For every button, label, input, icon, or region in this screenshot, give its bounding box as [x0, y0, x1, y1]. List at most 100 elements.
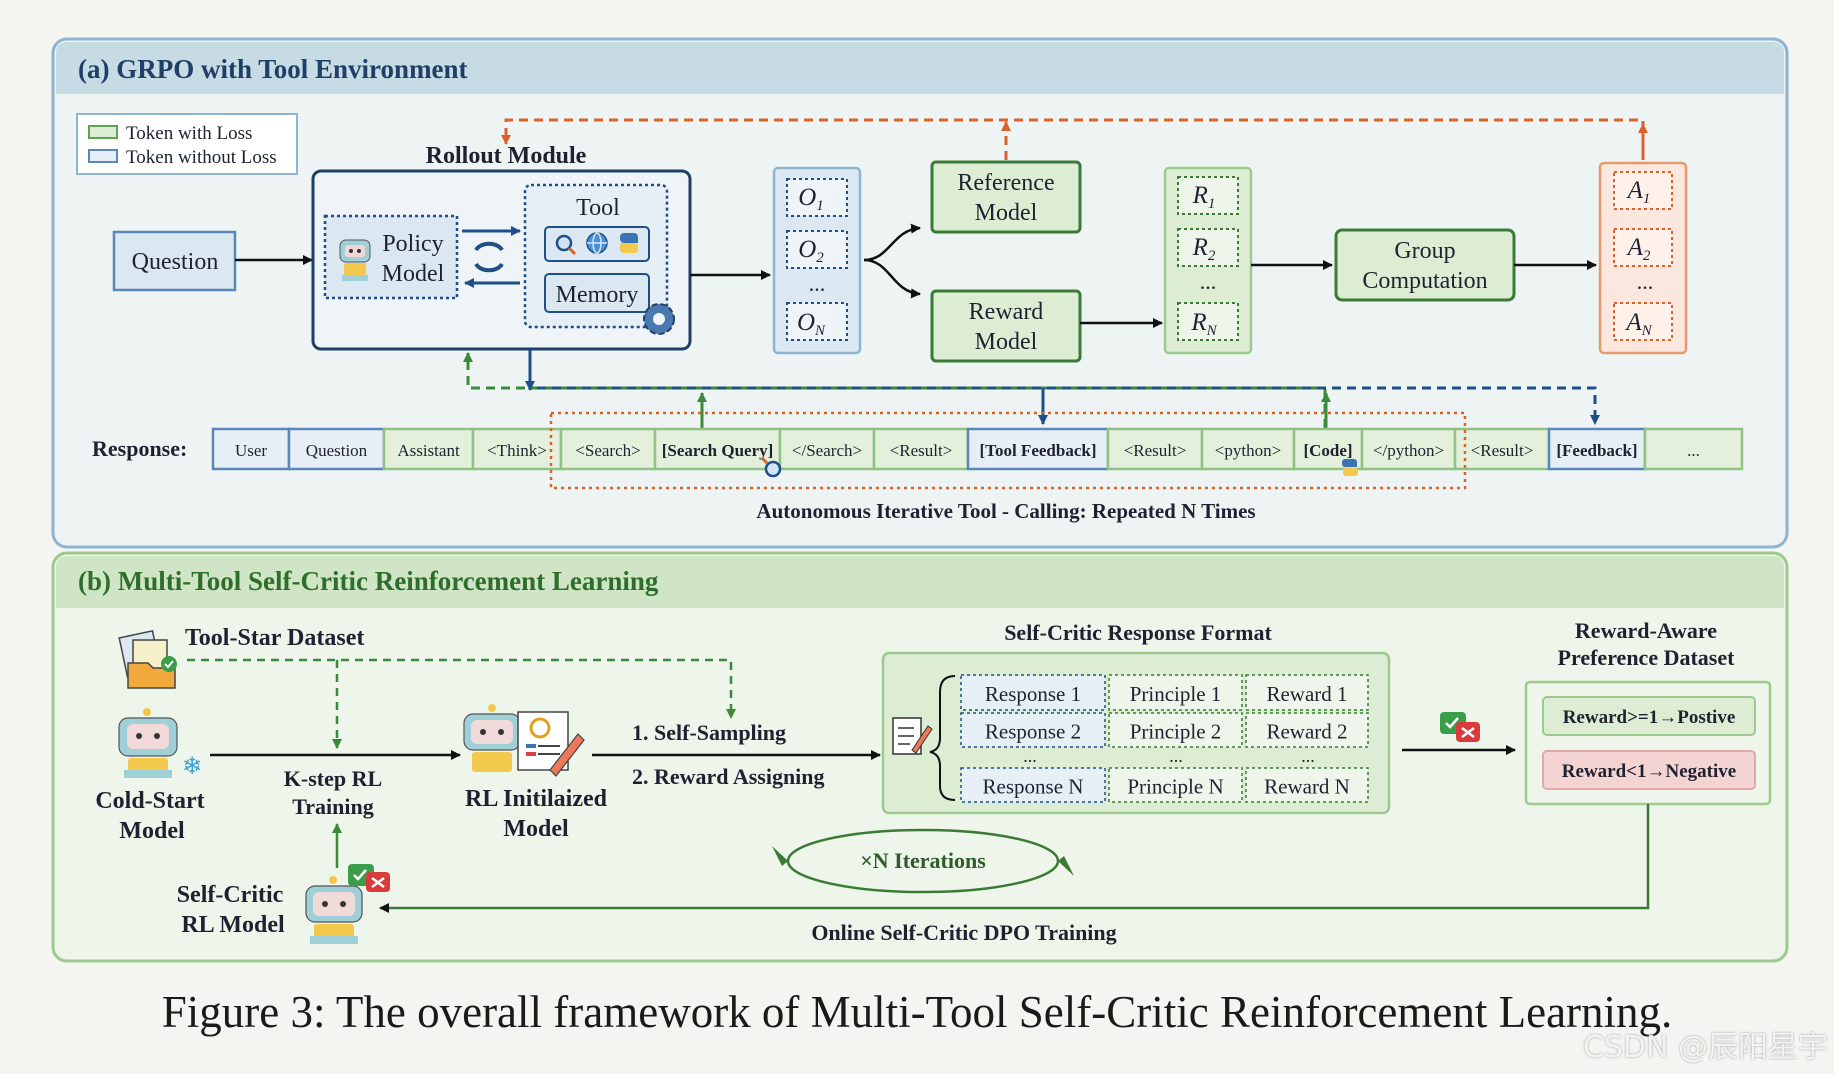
token-cell	[1643, 427, 1744, 471]
reward-n-box	[1177, 302, 1239, 341]
output-n-letter: O	[797, 309, 815, 336]
format-cell-label: Reward N	[1264, 775, 1350, 799]
output-2-sub: 2	[816, 250, 824, 266]
token-label: </python>	[1373, 441, 1444, 460]
dataset-label: Tool-Star Dataset	[185, 625, 364, 651]
token-label: <Think>	[487, 441, 547, 460]
legend: Token with Loss Token without Loss	[76, 113, 298, 175]
self-critic-label-2: RL Model	[181, 912, 285, 938]
format-title: Self-Critic Response Format	[1004, 620, 1272, 645]
reward-2-box	[1177, 228, 1239, 267]
svg-text:R1: R1	[1192, 182, 1216, 212]
negative-box	[1542, 750, 1756, 790]
output-2-letter: O	[798, 236, 816, 263]
output-1-letter: O	[798, 184, 816, 211]
pref-title-1: Reward-Aware	[1575, 618, 1717, 643]
token-label: <Result>	[1471, 441, 1534, 460]
format-cell-label: Reward 1	[1266, 682, 1347, 706]
token-label: Assistant	[397, 441, 460, 460]
panel-a-title: (a) GRPO with Tool Environment	[78, 54, 468, 84]
negative-label: Reward<1→Negative	[1562, 761, 1736, 782]
advantage-2-sub: 2	[1643, 248, 1651, 264]
gear-icon	[643, 303, 675, 335]
iterative-loop-label: Autonomous Iterative Tool - Calling: Rep…	[756, 499, 1255, 523]
format-cell	[1245, 767, 1369, 803]
globe-icon	[586, 232, 608, 254]
reward-2-sub: 2	[1208, 248, 1216, 264]
advantage-2-letter: A	[1626, 234, 1644, 261]
rl-init-robot-icon	[463, 704, 585, 777]
self-critic-label-1: Self-Critic	[177, 882, 284, 908]
svg-text:O2: O2	[798, 236, 824, 266]
token-label: <Result>	[890, 441, 953, 460]
advantage-1-sub: 1	[1643, 191, 1651, 207]
advantage-1-letter: A	[1626, 177, 1644, 204]
watermark: CSDN @辰阳星宇	[1582, 1030, 1828, 1065]
svg-text:AN: AN	[1624, 309, 1652, 339]
output-ellipsis: ...	[809, 271, 826, 296]
svg-text:RN: RN	[1190, 309, 1217, 339]
format-cell-label: Reward 2	[1266, 720, 1347, 744]
advantage-n-letter: A	[1624, 309, 1642, 336]
positive-label: Reward>=1→Postive	[1563, 707, 1736, 728]
token-cell	[653, 427, 782, 471]
memory-box	[544, 273, 650, 313]
token-label: [Tool Feedback]	[980, 441, 1097, 460]
format-cell-label: Principle N	[1127, 775, 1223, 799]
output-2-box	[786, 230, 848, 269]
token-label: <python>	[1215, 441, 1281, 460]
format-cell-label: Response 2	[985, 720, 1081, 744]
document-pen-icon	[892, 717, 933, 755]
advantage-ellipsis: ...	[1637, 269, 1654, 294]
advantage-1-box	[1613, 171, 1673, 210]
cold-start-robot-icon: ❄	[118, 708, 202, 780]
svg-text:❄: ❄	[182, 752, 202, 780]
format-cell	[1108, 767, 1243, 803]
policy-model-label-2: Model	[382, 261, 445, 287]
token-cell	[1453, 427, 1551, 471]
format-cell	[1108, 674, 1243, 711]
advantage-2-box	[1613, 228, 1673, 267]
robot-icon	[339, 239, 371, 281]
reward-model-label-1: Reward	[969, 299, 1044, 325]
format-cell	[960, 674, 1106, 711]
check-cross-icon	[1440, 712, 1480, 742]
format-cell	[1245, 712, 1369, 748]
python-badge-icon	[1342, 459, 1358, 476]
token-cell	[211, 427, 291, 471]
reward-assigning-label: 2. Reward Assigning	[632, 764, 825, 789]
reference-model-label-1: Reference	[957, 170, 1054, 196]
framework-diagram: (a) GRPO with Tool Environment Token wit…	[51, 37, 1789, 963]
token-label: [Code]	[1303, 441, 1352, 460]
search-badge-icon	[760, 456, 782, 478]
reward-n-sub: N	[1206, 323, 1218, 339]
token-label: [Search Query]	[662, 441, 774, 460]
response-label: Response:	[92, 436, 187, 461]
policy-model-label-1: Policy	[382, 231, 443, 257]
svg-text:ON: ON	[797, 309, 826, 339]
cold-start-label-1: Cold-Start	[95, 788, 204, 814]
group-computation-label-2: Computation	[1362, 268, 1487, 294]
dpo-label: Online Self-Critic DPO Training	[811, 920, 1116, 945]
reward-1-sub: 1	[1208, 196, 1216, 212]
format-ellipsis-1: ...	[1023, 746, 1037, 766]
token-cell	[559, 427, 657, 471]
svg-text:O1: O1	[798, 184, 824, 214]
format-cell	[1245, 674, 1369, 711]
format-cell-label: Principle 2	[1130, 720, 1222, 744]
format-cell	[1108, 712, 1243, 748]
panel-b-title: (b) Multi-Tool Self-Critic Reinforcement…	[78, 566, 659, 596]
token-cell	[1200, 427, 1296, 471]
token-cell	[872, 427, 970, 471]
format-ellipsis-3: ...	[1301, 746, 1315, 766]
token-label: Question	[306, 441, 368, 460]
self-critic-robot-icon	[305, 864, 390, 944]
token-cell	[1106, 427, 1204, 471]
output-n-sub: N	[814, 323, 826, 339]
token-cell	[1360, 427, 1457, 471]
reward-model-box	[930, 289, 1082, 363]
reward-1-box	[1177, 176, 1239, 215]
